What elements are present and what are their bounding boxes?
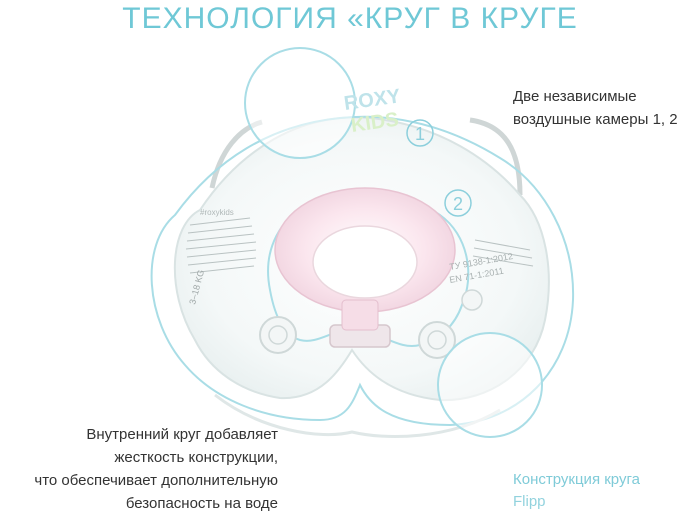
caption-air-chambers: Две независимые воздушные камеры 1, 2 <box>513 85 678 131</box>
valve-right <box>418 321 456 359</box>
printed-instructions <box>185 217 534 274</box>
caption-left-line-4: безопасность на воде <box>125 495 278 512</box>
zoom-bubble-top <box>244 47 356 159</box>
marker-1-circle <box>406 119 434 147</box>
valve-far-right <box>461 289 483 311</box>
zoom-bubble-bottom <box>437 332 543 438</box>
caption-inner-ring: Внутренний круг добавляет жесткость конс… <box>34 423 278 515</box>
caption-left-line-3: что обеспечивает дополнительную <box>34 472 278 489</box>
caption-bottom-line-1: Конструкция круга <box>513 471 640 488</box>
caption-right-line-1: Две независимые <box>513 88 637 105</box>
handle-print: #roxykids <box>200 208 234 217</box>
marker-2-circle <box>444 189 472 217</box>
marker-2-label: 2 <box>453 194 463 214</box>
page-title: ТЕХНОЛОГИЯ «КРУГ В КРУГЕ <box>122 2 578 35</box>
marker-1-label: 1 <box>415 124 425 144</box>
caption-construction: Конструкция круга Flipp <box>513 469 640 513</box>
valve-left <box>259 316 297 354</box>
ring-hole <box>312 225 418 299</box>
caption-right-line-2: воздушные камеры 1, 2 <box>513 111 678 128</box>
caption-bottom-line-2: Flipp <box>513 493 546 510</box>
right-handle <box>469 117 523 196</box>
caption-left-line-2: жесткость конструкции, <box>114 449 278 466</box>
caption-left-line-1: Внутренний круг добавляет <box>86 426 278 443</box>
